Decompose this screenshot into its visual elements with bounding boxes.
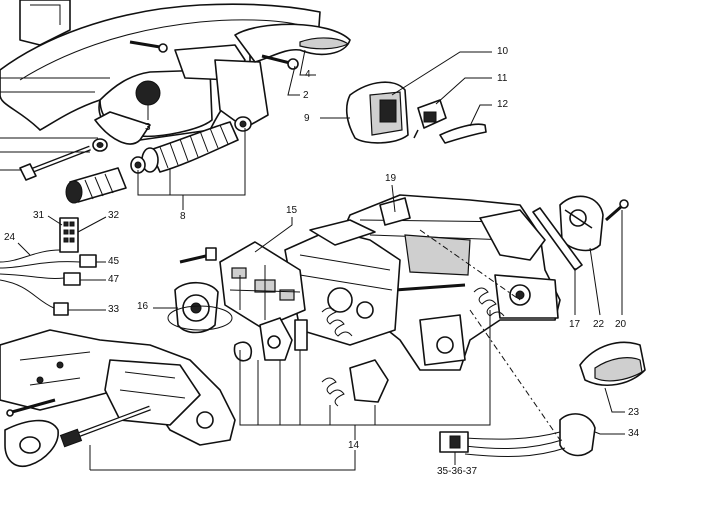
- connector-33: [53, 302, 69, 316]
- wiring-harness-24: [0, 249, 81, 309]
- lower-housing: [0, 329, 236, 446]
- callout-2: 2: [303, 90, 309, 101]
- switch-11: [413, 99, 447, 139]
- spring-lower: [321, 377, 345, 407]
- callout-47: 47: [108, 274, 120, 285]
- screw-20: [605, 199, 629, 222]
- callout-15: 15: [286, 205, 298, 216]
- motor-housing: [284, 219, 401, 346]
- screw-2: [261, 54, 299, 70]
- drive-shaft: [59, 405, 151, 448]
- connector-45: [79, 254, 97, 268]
- clip-12: [439, 123, 487, 144]
- callout-22: 22: [593, 319, 605, 330]
- axis-line-center: [419, 229, 521, 301]
- trigger-assembly-9: [345, 81, 409, 144]
- callout-45: 45: [108, 256, 120, 267]
- callout-20: 20: [615, 319, 627, 330]
- adjustment-knob: [4, 419, 59, 467]
- callout-32: 32: [108, 210, 120, 221]
- callout-31: 31: [33, 210, 45, 221]
- callout-16: 16: [137, 301, 149, 312]
- handle-tube: [65, 167, 127, 204]
- callout-14: 14: [348, 440, 360, 451]
- callout-35-36-37: 35-36-37: [437, 466, 478, 477]
- callout-9: 9: [304, 113, 310, 124]
- leader-lines: [0, 49, 625, 471]
- connector-31: [59, 217, 79, 253]
- screw-left: [6, 398, 56, 417]
- small-parts-14: [233, 317, 389, 403]
- cover-22: [559, 195, 604, 252]
- rubber-grip: [130, 116, 252, 174]
- callout-19: 19: [385, 173, 397, 184]
- callout-10: 10: [497, 46, 509, 57]
- screw-top: [129, 40, 168, 53]
- callout-34: 34: [628, 428, 640, 439]
- knob-icon: [135, 80, 161, 106]
- callout-12: 12: [497, 99, 509, 110]
- callout-33: 33: [108, 304, 120, 315]
- callout-17: 17: [569, 319, 581, 330]
- callout-3: 3: [145, 122, 151, 133]
- circuit-board-15: [219, 241, 306, 329]
- handle-housing-top: [0, 0, 351, 145]
- sensor-34: [439, 413, 596, 457]
- callout-24: 24: [4, 232, 16, 243]
- callout-4: 4: [305, 69, 311, 80]
- motor-16: [167, 281, 233, 334]
- cap-23: [579, 341, 646, 386]
- strip-17: [532, 207, 583, 271]
- long-bolt: [19, 138, 108, 181]
- callout-8: 8: [180, 211, 186, 222]
- screw-15: [179, 247, 217, 264]
- callout-11: 11: [497, 73, 508, 84]
- callout-23: 23: [628, 407, 640, 418]
- spring-right: [473, 287, 505, 317]
- axis-line-right: [469, 309, 561, 441]
- connector-47: [63, 272, 81, 286]
- spring-center: [321, 307, 353, 337]
